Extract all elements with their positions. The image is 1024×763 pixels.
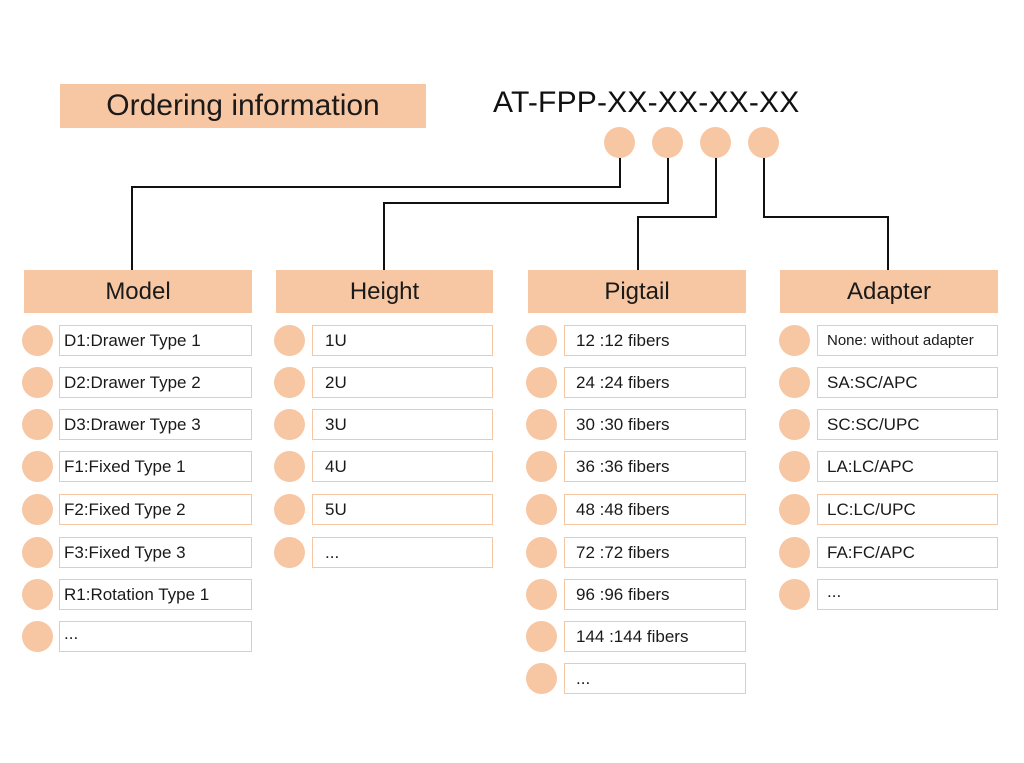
adapter-option-dot	[779, 367, 810, 398]
pigtail-option: 72 :72 fibers	[564, 537, 746, 568]
height-option-dot	[274, 451, 305, 482]
model-option: R1:Rotation Type 1	[59, 579, 252, 610]
height-option: 5U	[312, 494, 493, 525]
adapter-option: None: without adapter	[817, 325, 998, 356]
model-option: D2:Drawer Type 2	[59, 367, 252, 398]
pigtail-option-dot	[526, 621, 557, 652]
column-header-adapter: Adapter	[780, 270, 998, 313]
column-header-pigtail: Pigtail	[528, 270, 746, 313]
column-header-height: Height	[276, 270, 493, 313]
model-option-dot	[22, 579, 53, 610]
pigtail-option: 30 :30 fibers	[564, 409, 746, 440]
code-dot-adapter	[748, 127, 779, 158]
pigtail-option-dot	[526, 409, 557, 440]
code-dot-pigtail	[700, 127, 731, 158]
height-option-dot	[274, 367, 305, 398]
code-dot-model	[604, 127, 635, 158]
connector-pigtail	[637, 158, 717, 270]
pigtail-option-dot	[526, 325, 557, 356]
pigtail-option-dot	[526, 663, 557, 694]
height-option: 1U	[312, 325, 493, 356]
height-option-dot	[274, 537, 305, 568]
adapter-option: FA:FC/APC	[817, 537, 998, 568]
adapter-option: SA:SC/APC	[817, 367, 998, 398]
adapter-option-dot	[779, 325, 810, 356]
code-dot-height	[652, 127, 683, 158]
model-option-dot	[22, 537, 53, 568]
pigtail-option-dot	[526, 579, 557, 610]
height-option-dot	[274, 325, 305, 356]
connector-adapter	[763, 158, 889, 270]
pigtail-option: ...	[564, 663, 746, 694]
pigtail-option: 96 :96 fibers	[564, 579, 746, 610]
adapter-option-dot	[779, 537, 810, 568]
connector-height	[383, 158, 669, 270]
height-option-dot	[274, 494, 305, 525]
adapter-option-dot	[779, 579, 810, 610]
pigtail-option: 48 :48 fibers	[564, 494, 746, 525]
model-option-dot	[22, 451, 53, 482]
height-option: 2U	[312, 367, 493, 398]
adapter-option: ...	[817, 579, 998, 610]
connector-model	[131, 158, 621, 270]
adapter-option: SC:SC/UPC	[817, 409, 998, 440]
pigtail-option-dot	[526, 367, 557, 398]
model-option-dot	[22, 621, 53, 652]
pigtail-option-dot	[526, 537, 557, 568]
pigtail-option-dot	[526, 494, 557, 525]
pigtail-option: 24 :24 fibers	[564, 367, 746, 398]
column-header-model: Model	[24, 270, 252, 313]
pigtail-option: 12 :12 fibers	[564, 325, 746, 356]
model-option-dot	[22, 409, 53, 440]
pigtail-option: 36 :36 fibers	[564, 451, 746, 482]
model-option: F2:Fixed Type 2	[59, 494, 252, 525]
model-option: F3:Fixed Type 3	[59, 537, 252, 568]
model-option-dot	[22, 494, 53, 525]
height-option: 4U	[312, 451, 493, 482]
model-option-dot	[22, 367, 53, 398]
adapter-option: LC:LC/UPC	[817, 494, 998, 525]
model-option-dot	[22, 325, 53, 356]
model-option: F1:Fixed Type 1	[59, 451, 252, 482]
model-option: D3:Drawer Type 3	[59, 409, 252, 440]
adapter-option-dot	[779, 409, 810, 440]
height-option-dot	[274, 409, 305, 440]
height-option: ...	[312, 537, 493, 568]
pigtail-option-dot	[526, 451, 557, 482]
model-option: D1:Drawer Type 1	[59, 325, 252, 356]
height-option: 3U	[312, 409, 493, 440]
ordering-info-title: Ordering information	[60, 84, 426, 128]
adapter-option-dot	[779, 494, 810, 525]
part-number-code: AT-FPP-XX-XX-XX-XX	[493, 86, 800, 119]
pigtail-option: 144 :144 fibers	[564, 621, 746, 652]
model-option: ...	[59, 621, 252, 652]
adapter-option: LA:LC/APC	[817, 451, 998, 482]
adapter-option-dot	[779, 451, 810, 482]
